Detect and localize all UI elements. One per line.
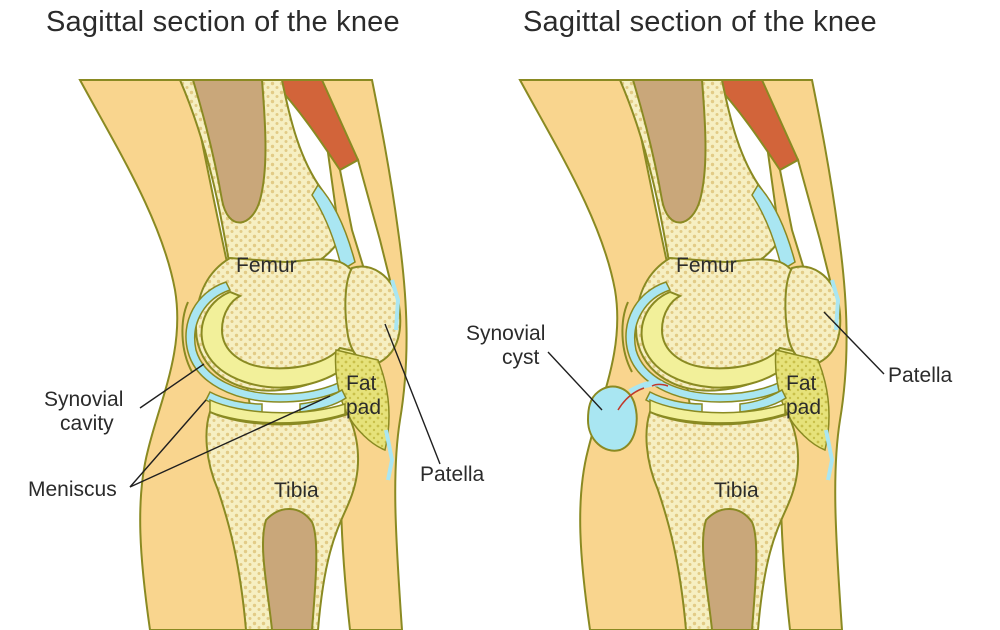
leader-lines-right — [547, 311, 885, 411]
label-left-synovial: Synovial — [44, 388, 123, 411]
label-right-cyst: cyst — [502, 346, 540, 369]
label-left-cavity: cavity — [60, 412, 114, 435]
label-left-tibia: Tibia — [274, 479, 319, 502]
label-right-fat-line1: Fat — [786, 372, 817, 395]
synovial-cyst — [586, 385, 638, 452]
leader-lines-left — [129, 323, 441, 488]
label-left-meniscus: Meniscus — [28, 478, 117, 501]
cyst-red-lines — [617, 383, 669, 411]
label-left-patella: Patella — [420, 463, 485, 486]
panel-right-title: Sagittal section of the knee — [523, 6, 877, 38]
label-right-fat-line2: pad — [786, 396, 821, 419]
right-knee — [518, 78, 849, 630]
label-left-femur: Femur — [236, 254, 297, 277]
label-right-femur: Femur — [676, 254, 737, 277]
panel-left-title: Sagittal section of the knee — [46, 6, 400, 38]
label-right-patella: Patella — [888, 364, 953, 387]
label-right-tibia: Tibia — [714, 479, 759, 502]
label-right-synovial: Synovial — [466, 322, 545, 345]
left-knee — [78, 78, 409, 630]
label-left-fat-line1: Fat — [346, 372, 377, 395]
label-left-fat-line2: pad — [346, 396, 381, 419]
